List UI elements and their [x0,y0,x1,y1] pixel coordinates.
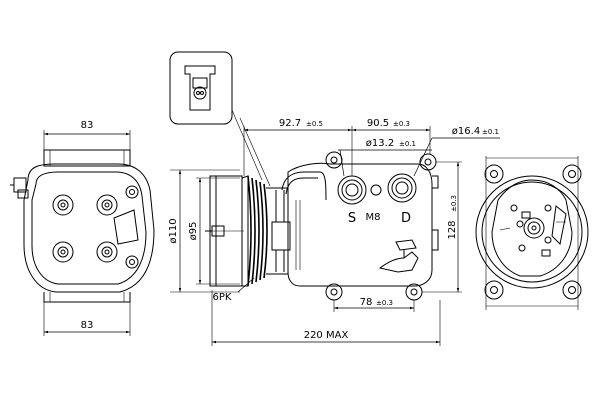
mount-spacing-label: 78 [360,297,373,308]
dimension-pulley-inner: ø95 [188,177,240,285]
suction-port-label: S [348,211,356,226]
dimension-suction-to-discharge: 90.5 ±0.3 [352,118,431,154]
mounting-ears [325,151,437,301]
connector-detail [169,51,271,187]
dimension-pulley-to-suction: 92.7 ±0.5 [243,118,353,176]
side-view: ø110 ø95 [168,151,439,301]
discharge-port-dia-tol: ±0.1 [482,128,499,136]
discharge-port: D [387,173,417,226]
thread-label: M8 [366,212,381,223]
pulley-to-suction-tol: ±0.5 [306,120,323,128]
pulley [205,175,268,287]
mount-height-tol: ±0.3 [450,195,458,212]
mount-height-label: 128 [447,220,458,239]
overall-length-label: 220 MAX [304,330,349,341]
dimension-discharge-port-dia: ø16.4 ±0.1 [413,126,500,177]
discharge-port-label: D [401,211,411,226]
dimension-suction-port-dia: ø13.2 ±0.1 [338,138,432,177]
front-width-top-label: 83 [81,120,94,131]
front-view: 83 83 [10,120,155,336]
front-width-bottom-label: 83 [81,320,94,331]
pulley-outer-dia-label: ø110 [168,218,179,243]
dimension-mount-spacing: 78 ±0.3 [333,297,415,312]
belt-label: 6PK [213,292,232,303]
front-bolt-bosses [52,185,139,269]
dimension-overall-length: 220 MAX [211,290,441,346]
dimension-mount-height: 128 ±0.3 [422,161,462,293]
pulley-to-suction-label: 92.7 [279,118,301,129]
suction-to-discharge-tol: ±0.3 [393,120,410,128]
mount-spacing-tol: ±0.3 [376,299,393,307]
suction-to-discharge-label: 90.5 [367,118,389,129]
belt-callout: 6PK [213,277,255,303]
suction-port-dia-tol: ±0.1 [399,140,416,148]
dimension-pulley-outer: ø110 [168,169,240,293]
rear-view [475,156,589,310]
dimension-front-width-top: 83 [43,120,131,165]
dimension-front-width-bottom: 83 [43,302,131,336]
suction-port: S [337,175,367,226]
pulley-inner-dia-label: ø95 [188,222,199,241]
suction-port-dia-label: ø13.2 [366,138,394,149]
discharge-port-dia-label: ø16.4 [452,126,480,137]
